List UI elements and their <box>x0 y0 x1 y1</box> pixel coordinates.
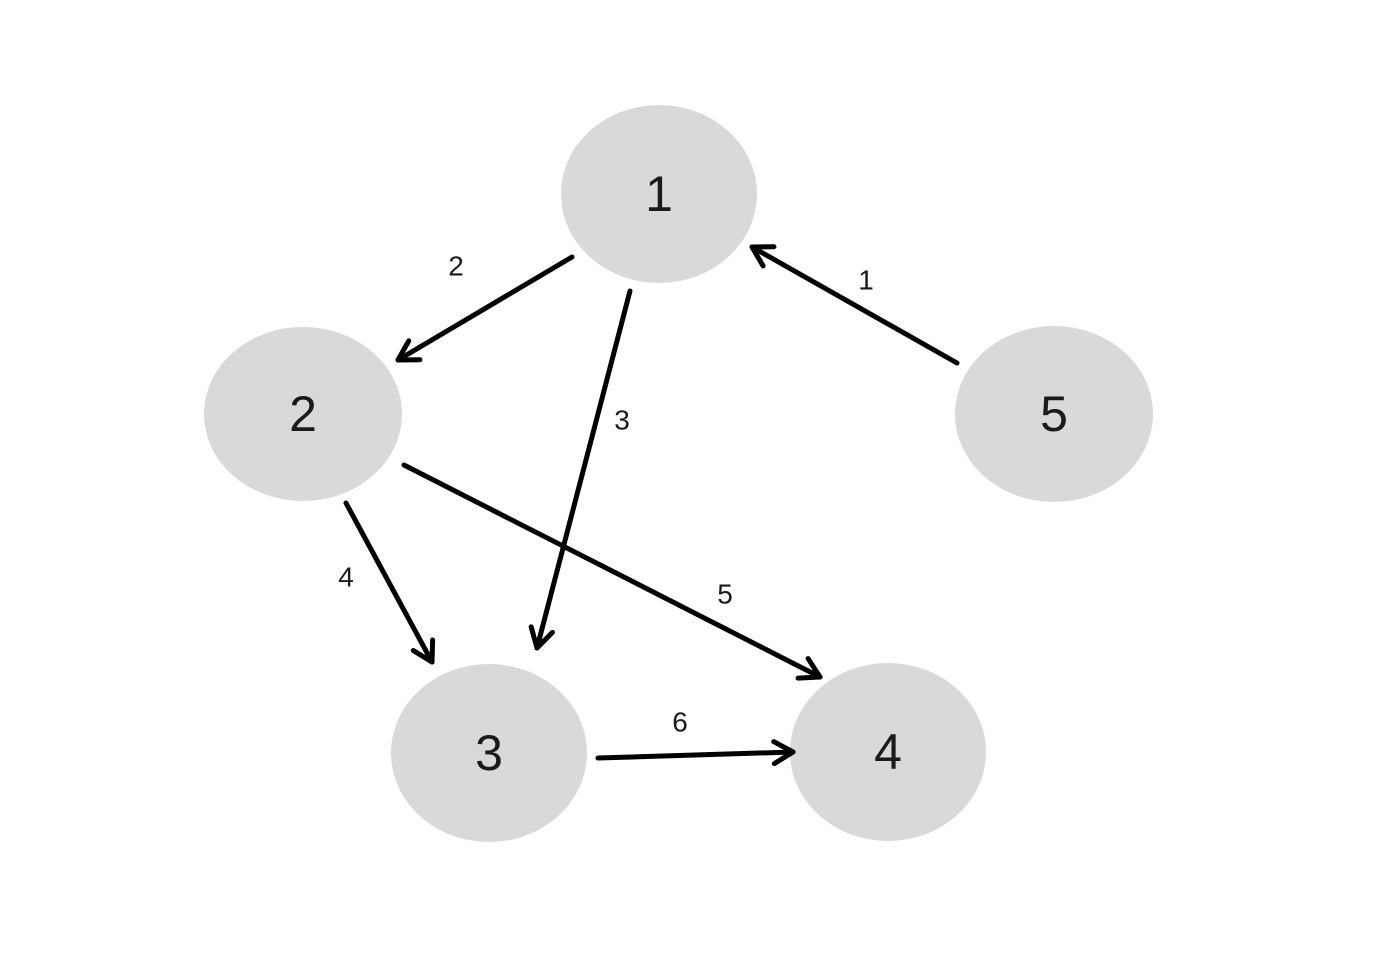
edge-3-to-4-line <box>595 739 796 767</box>
edge-1-to-2[interactable]: 2 <box>395 251 575 363</box>
node-5-circle <box>955 326 1153 502</box>
edge-2-to-4-line <box>401 462 823 681</box>
edge-1-to-3[interactable]: 3 <box>528 288 633 651</box>
node-2-label: 2 <box>289 386 317 442</box>
node-4-circle <box>790 663 986 841</box>
node-2[interactable]: 2 <box>204 327 402 501</box>
edge-1-to-2-label: 2 <box>448 251 464 282</box>
edge-2-to-4-label: 5 <box>717 579 733 610</box>
node-1[interactable]: 1 <box>561 105 757 283</box>
node-5[interactable]: 5 <box>955 326 1153 502</box>
node-3[interactable]: 3 <box>391 664 587 842</box>
edge-1-to-2-line <box>395 254 575 363</box>
node-2-circle <box>204 327 402 501</box>
node-4[interactable]: 4 <box>790 663 986 841</box>
edge-5-to-1-line <box>749 244 960 366</box>
node-5-label: 5 <box>1040 386 1068 442</box>
node-3-label: 3 <box>475 725 503 781</box>
node-3-circle <box>391 664 587 842</box>
edge-2-to-3-label: 4 <box>338 562 354 593</box>
edge-2-to-3-line <box>343 500 436 665</box>
edge-1-to-3-label: 3 <box>614 405 630 436</box>
node-1-label: 1 <box>645 166 673 222</box>
edge-5-to-1-label: 1 <box>858 265 874 296</box>
edge-5-to-1[interactable]: 1 <box>749 244 960 366</box>
edge-2-to-4[interactable]: 5 <box>401 462 823 681</box>
edge-3-to-4[interactable]: 6 <box>595 707 796 767</box>
edge-1-to-3-line <box>528 288 633 651</box>
node-1-circle <box>561 105 757 283</box>
node-4-label: 4 <box>874 724 902 780</box>
edge-2-to-3[interactable]: 4 <box>338 500 436 665</box>
nodes-layer: 1 2 3 4 5 <box>204 105 1153 842</box>
edge-3-to-4-label: 6 <box>672 707 688 738</box>
edges-layer: 1 2 3 4 5 6 <box>338 244 960 767</box>
